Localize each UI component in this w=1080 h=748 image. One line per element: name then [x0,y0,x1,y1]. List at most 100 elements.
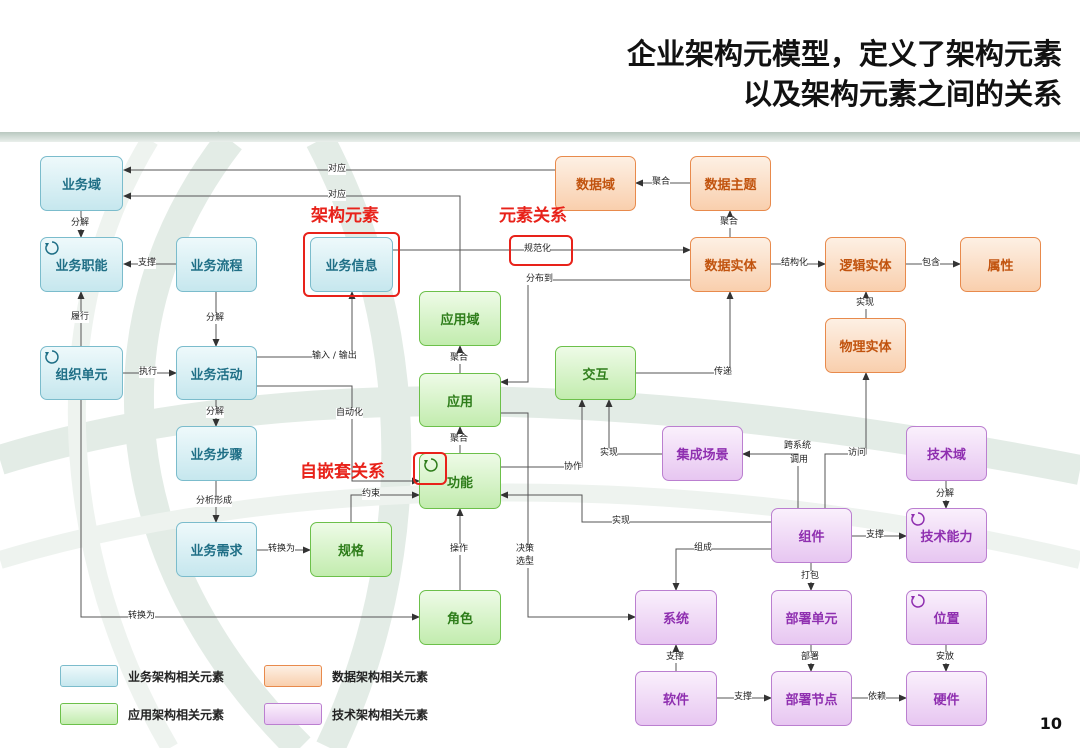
edge-label: 部署 [801,652,820,663]
edge-label: 聚合 [450,434,469,445]
page-title: 企业架构元模型，定义了架构元素 以及架构元素之间的关系 [627,34,1062,114]
node-label: 业务职能 [55,259,108,274]
node-app-domain[interactable]: 应用域 [419,291,501,346]
node-spec[interactable]: 规格 [310,522,392,577]
annotation-relation: 元素关系 [499,206,567,226]
edge-label: 支撑 [734,692,753,703]
edge-label: 访问 [848,448,867,459]
edge-label: 选型 [516,557,535,568]
edge-label: 协作 [564,462,583,473]
annotation-element: 架构元素 [311,206,379,226]
legend-swatch-app [60,703,118,725]
edge-label: 自动化 [336,408,364,419]
cycle-icon [424,458,438,472]
edge-label: 对应 [328,164,347,175]
title-line-2: 以及架构元素之间的关系 [742,77,1062,111]
node-system[interactable]: 系统 [635,590,717,645]
node-attribute[interactable]: 属性 [960,237,1041,292]
node-integ-scene[interactable]: 集成场景 [662,426,743,481]
page-number: 10 [1039,714,1062,733]
node-location[interactable]: 位置 [906,590,987,645]
node-tech-ability[interactable]: 技术能力 [906,508,987,563]
edge-label: 传递 [714,367,733,378]
edge-label: 操作 [450,544,469,555]
legend-swatch-tech [264,703,322,725]
legend-label-data: 数据架构相关元素 [332,670,429,684]
cycle-icon [45,350,59,364]
node-biz-activity[interactable]: 业务活动 [176,346,257,400]
node-phys-entity[interactable]: 物理实体 [825,318,906,373]
edge-label: 约束 [362,489,381,500]
edge-label: 转换为 [268,544,296,555]
node-biz-duty[interactable]: 业务职能 [40,237,123,292]
edge-label: 支撑 [866,530,885,541]
node-deploy-node[interactable]: 部署节点 [771,671,852,726]
node-role[interactable]: 角色 [419,590,501,645]
node-biz-step[interactable]: 业务步骤 [176,426,257,481]
edge-label: 聚合 [652,177,671,188]
legend-label-app: 应用架构相关元素 [128,708,225,722]
node-biz-process[interactable]: 业务流程 [176,237,257,292]
node-label: 技术能力 [920,530,973,545]
annotation-self-nest: 自嵌套关系 [300,462,385,482]
edge-label: 聚合 [450,353,469,364]
highlight-element-box [303,232,400,297]
edge-label: 转换为 [128,611,156,622]
node-data-entity[interactable]: 数据实体 [690,237,771,292]
legend-swatch-biz [60,665,118,687]
edge-label: 实现 [612,516,631,527]
edge-label: 支撑 [138,258,157,269]
edge-label: 结构化 [781,258,809,269]
edge-label: 分解 [71,218,90,229]
highlight-relation-box [509,235,573,266]
legend-label-tech: 技术架构相关元素 [332,708,429,722]
edge-label: 规范化 [524,244,552,255]
edge-label: 支撑 [666,652,685,663]
cycle-icon [911,594,925,608]
edge-label: 履行 [71,312,90,323]
node-app[interactable]: 应用 [419,373,501,427]
cycle-icon [45,241,59,255]
node-component[interactable]: 组件 [771,508,852,563]
edge-label: 实现 [856,298,875,309]
legend-swatch-data [264,665,322,687]
node-biz-info[interactable]: 业务信息 [310,237,393,292]
node-logic-entity[interactable]: 逻辑实体 [825,237,906,292]
edge-label: 输入 / 输出 [312,351,357,362]
edge-label: 分布到 [526,274,554,285]
node-interact[interactable]: 交互 [555,346,636,400]
node-func[interactable]: 功能 [419,453,501,509]
node-data-topic[interactable]: 数据主题 [690,156,771,211]
edge-label: 调用 [790,455,809,466]
node-label: 组织单元 [55,367,108,383]
node-tech-domain[interactable]: 技术域 [906,426,987,481]
edge-label: 聚合 [720,217,739,228]
edge-label: 分解 [936,489,955,500]
node-data-domain[interactable]: 数据域 [555,156,636,211]
node-software[interactable]: 软件 [635,671,717,726]
node-label: 功能 [446,475,473,491]
legend-label-biz: 业务架构相关元素 [128,670,225,684]
node-org-unit[interactable]: 组织单元 [40,346,123,400]
highlight-self-nest-box [413,452,447,485]
edge-label: 跨系统 [784,441,812,452]
node-biz-req[interactable]: 业务需求 [176,522,257,577]
cycle-icon [911,512,925,526]
edge-label: 安放 [936,652,955,663]
node-biz-domain[interactable]: 业务域 [40,156,123,211]
edge-label: 组成 [694,543,713,554]
edge-label: 依赖 [868,692,887,703]
edge-label: 包含 [922,258,941,269]
node-deploy-unit[interactable]: 部署单元 [771,590,852,645]
edge-label: 实现 [600,448,619,459]
edge-label: 分解 [206,407,225,418]
title-divider-band [0,132,1080,142]
edge-label: 打包 [801,571,820,582]
edge-label: 对应 [328,190,347,201]
edge-label: 分析形成 [196,496,233,507]
title-line-1: 企业架构元模型，定义了架构元素 [626,37,1062,71]
node-hardware[interactable]: 硬件 [906,671,987,726]
node-label: 位置 [933,612,960,627]
edge-label: 决策 [516,544,535,555]
edge-label: 执行 [139,367,158,378]
